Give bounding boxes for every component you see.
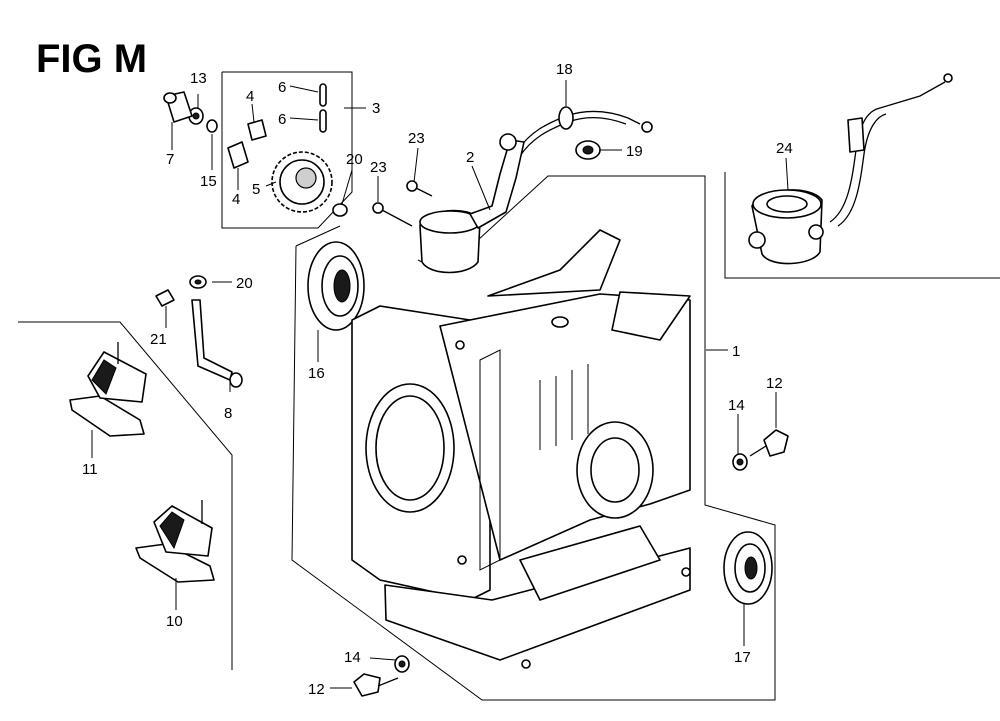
part-17-oil-seal <box>723 531 773 605</box>
part-1-crankcase <box>351 229 691 669</box>
part-20-washer-lower <box>189 275 207 289</box>
callout-21: 21 <box>150 331 167 348</box>
callout-2: 2 <box>466 149 474 166</box>
part-23-bolt-upper <box>406 180 433 197</box>
callout-18: 18 <box>556 61 573 78</box>
part-18-wire <box>517 106 653 157</box>
part-8-tube <box>191 299 243 388</box>
callout-17: 17 <box>734 649 751 666</box>
callout-6-lower: 6 <box>278 111 286 128</box>
callout-10: 10 <box>166 613 183 630</box>
callout-20-upper: 20 <box>346 151 363 168</box>
part-14-washer-right <box>732 453 748 471</box>
callout-1: 1 <box>732 343 740 360</box>
callout-3: 3 <box>372 100 380 117</box>
part-21-clip <box>155 289 175 307</box>
callout-8: 8 <box>224 405 232 422</box>
callout-labels: 1 2 3 4 4 5 6 6 7 8 10 11 12 12 13 14 14… <box>82 61 793 698</box>
callout-14-right: 14 <box>728 397 745 414</box>
figure-title: FIG M <box>36 37 147 81</box>
part-12-bolt-right <box>749 429 789 457</box>
callout-19: 19 <box>626 143 643 160</box>
callout-20-lower: 20 <box>236 275 253 292</box>
part-6-pins <box>319 83 327 133</box>
part-7-shaft <box>163 91 193 123</box>
callout-23-lower: 23 <box>370 159 387 176</box>
callout-6-upper: 6 <box>278 79 286 96</box>
part-16-bearing <box>307 241 365 331</box>
part-11-engine-mount <box>69 342 147 437</box>
group-frame-lines <box>18 71 1000 701</box>
part-19-grommet <box>575 140 601 160</box>
callout-13: 13 <box>190 70 207 87</box>
part-20-washer-upper <box>332 203 348 217</box>
callout-23-upper: 23 <box>408 130 425 147</box>
callout-14-bottom: 14 <box>344 649 361 666</box>
callout-5: 5 <box>252 181 260 198</box>
leader-lines <box>91 80 789 689</box>
callout-4-lower: 4 <box>232 191 240 208</box>
part-10-engine-mount <box>135 500 215 583</box>
part-23-bolt-lower <box>372 202 413 227</box>
callout-12-right: 12 <box>766 375 783 392</box>
callout-7: 7 <box>166 151 174 168</box>
callout-15: 15 <box>200 173 217 190</box>
part-12-bolt-bottom <box>353 673 399 697</box>
callout-11: 11 <box>82 461 98 478</box>
callout-12-bottom: 12 <box>308 681 325 698</box>
callout-24: 24 <box>776 140 793 157</box>
part-2-oil-switch <box>419 133 525 274</box>
part-5-governor-gear <box>271 151 333 213</box>
part-14-washer-bottom <box>394 655 410 673</box>
callout-16: 16 <box>308 365 325 382</box>
part-15-clip <box>206 119 218 133</box>
part-4-weights <box>227 119 267 169</box>
callout-4-upper: 4 <box>246 88 254 105</box>
part-24-solenoid <box>748 73 953 265</box>
